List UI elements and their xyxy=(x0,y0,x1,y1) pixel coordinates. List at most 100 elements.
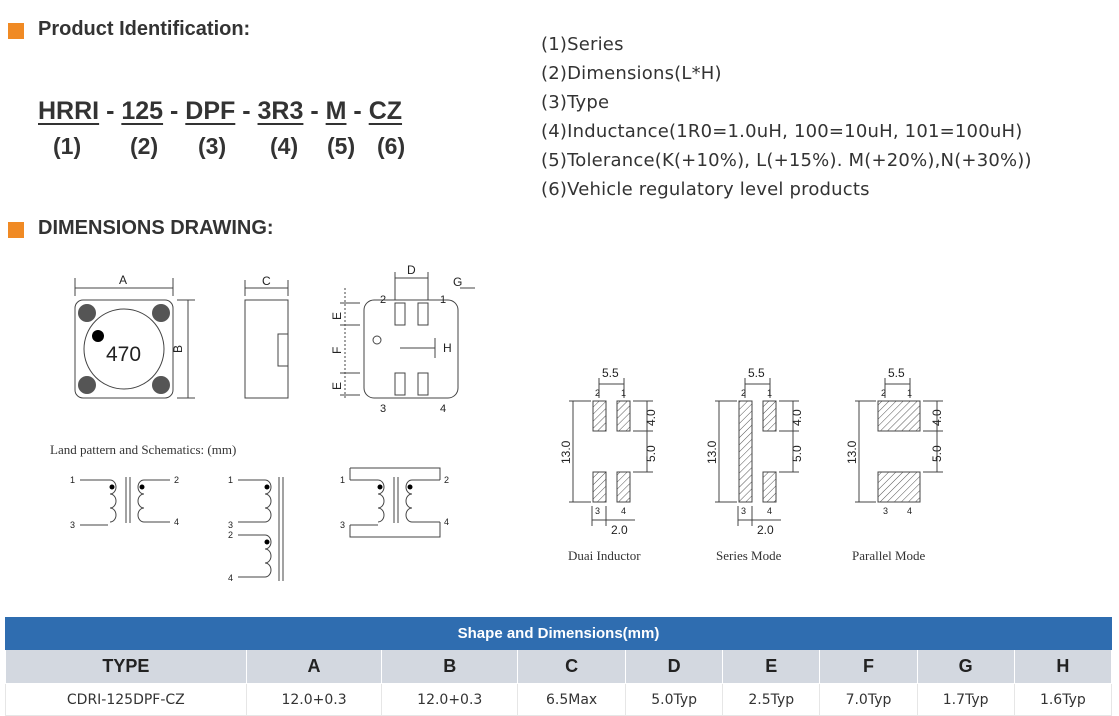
pin-label: 4 xyxy=(174,517,179,527)
column-header: TYPE xyxy=(5,649,247,684)
table-cell: CDRI-125DPF-CZ xyxy=(5,683,247,716)
table-cell: 12.0+0.3 xyxy=(381,683,519,716)
pin-label: 1 xyxy=(621,388,626,398)
pad-dim-width: 5.5 xyxy=(888,366,905,380)
table-cell: 6.5Max xyxy=(517,683,627,716)
dim-label-c: C xyxy=(262,274,271,288)
column-header: B xyxy=(381,649,519,684)
dim-label-g: G xyxy=(453,275,462,289)
pad-dim-spacing: 2.0 xyxy=(757,523,774,537)
table-cell: 7.0Typ xyxy=(819,683,918,716)
pin-label: 1 xyxy=(440,294,446,306)
side-view-outline xyxy=(244,299,289,399)
legend-item: (5)Tolerance(K(+10%), L(+15%). M(+20%),N… xyxy=(541,150,1032,171)
pad xyxy=(592,471,607,503)
pad-dim-pad-height: 4.0 xyxy=(790,409,804,426)
pad xyxy=(762,471,777,503)
pin-label: 1 xyxy=(767,388,772,398)
part-code: HRRI - 125 - DPF - 3R3 - M - CZ xyxy=(38,97,402,126)
pad-dim-spacing: 2.0 xyxy=(611,523,628,537)
pad xyxy=(877,400,921,432)
column-header: H xyxy=(1013,649,1113,684)
pad-dim-height: 13.0 xyxy=(845,440,859,464)
pin-label: 2 xyxy=(881,388,886,398)
legend-item: (4)Inductance(1R0=1.0uH, 100=10uH, 101=1… xyxy=(541,121,1023,142)
table-header-row: TYPE A B C D E F G H xyxy=(5,649,1113,684)
pad xyxy=(738,400,753,503)
dim-label-e: E xyxy=(330,382,344,390)
legend-item: (2)Dimensions(L*H) xyxy=(541,63,722,84)
pin-label: 4 xyxy=(907,506,912,516)
pin-label: 1 xyxy=(907,388,912,398)
pin-label: 4 xyxy=(621,506,626,516)
legend-item: (3)Type xyxy=(541,92,610,113)
section-marker xyxy=(8,222,24,238)
part-separator: - xyxy=(170,97,179,125)
pad-caption-parallel: Parallel Mode xyxy=(852,548,926,563)
part-series: HRRI xyxy=(38,97,100,125)
bottom-view-outline xyxy=(363,299,459,399)
dim-label-d: D xyxy=(407,263,416,277)
table-title: Shape and Dimensions(mm) xyxy=(5,617,1112,650)
part-dimensions: 125 xyxy=(121,97,164,125)
dim-label-h: H xyxy=(443,341,452,355)
pad-dim-height: 13.0 xyxy=(559,440,573,464)
table-cell: 5.0Typ xyxy=(625,683,724,716)
pad-caption-dual: Duai Inductor xyxy=(568,548,641,563)
part-separator: - xyxy=(353,97,362,125)
pad xyxy=(592,400,607,432)
shape-dimensions-table: Shape and Dimensions(mm) TYPE A B C D E … xyxy=(5,617,1113,716)
part-type: DPF xyxy=(185,97,236,125)
pad-dim-gap: 5.0 xyxy=(930,445,944,462)
table-cell: 12.0+0.3 xyxy=(245,683,383,716)
part-separator: - xyxy=(310,97,319,125)
table-row: CDRI-125DPF-CZ 12.0+0.3 12.0+0.3 6.5Max … xyxy=(5,683,1113,716)
pin-label: 2 xyxy=(380,294,386,306)
column-header: E xyxy=(722,649,821,684)
pin-label: 2 xyxy=(741,388,746,398)
column-header: C xyxy=(517,649,627,684)
pad-dim-pad-height: 4.0 xyxy=(644,409,658,426)
part-inductance: 3R3 xyxy=(257,97,304,125)
index-1: (1) xyxy=(53,133,82,159)
dimensions-drawing-title: DIMENSIONS DRAWING: xyxy=(38,217,274,239)
pin-label: 3 xyxy=(228,520,233,530)
pad-caption-series: Series Mode xyxy=(716,548,782,563)
pin-label: 1 xyxy=(340,475,345,485)
pin-label: 3 xyxy=(741,506,746,516)
pad-layouts: 5.5 5.5 5.5 13.0 13.0 13.0 4.0 4.0 4.0 5… xyxy=(559,366,944,537)
pin-label: 3 xyxy=(380,403,386,415)
dim-label-e: E xyxy=(330,312,344,320)
product-identification-title: Product Identification: xyxy=(38,18,251,40)
dim-label-f: F xyxy=(330,347,344,354)
part-separator: - xyxy=(242,97,251,125)
pin-label: 2 xyxy=(595,388,600,398)
index-6: (6) xyxy=(377,133,406,159)
code-legend: (1)Series (2)Dimensions(L*H) (3)Type (4)… xyxy=(541,30,1032,204)
pin-label: 4 xyxy=(228,573,233,583)
pin-label: 3 xyxy=(340,520,345,530)
pin-label: 4 xyxy=(767,506,772,516)
pin-label: 3 xyxy=(595,506,600,516)
pad-dim-gap: 5.0 xyxy=(790,445,804,462)
table-cell: 1.7Typ xyxy=(916,683,1015,716)
column-header: D xyxy=(625,649,724,684)
pin-label: 1 xyxy=(228,475,233,485)
pad-dim-width: 5.5 xyxy=(748,366,765,380)
dim-label-a: A xyxy=(119,273,127,287)
pad xyxy=(877,471,921,503)
marking-text: 470 xyxy=(106,343,141,366)
pad-dim-width: 5.5 xyxy=(602,366,619,380)
pin-label: 1 xyxy=(70,475,75,485)
part-separator: - xyxy=(106,97,115,125)
column-header: G xyxy=(916,649,1015,684)
dim-label-b: B xyxy=(171,345,185,353)
pin-label: 4 xyxy=(444,517,449,527)
pad-dim-gap: 5.0 xyxy=(644,445,658,462)
pad xyxy=(762,400,777,432)
pad-dim-height: 13.0 xyxy=(705,440,719,464)
pin-label: 2 xyxy=(228,530,233,540)
index-4: (4) xyxy=(270,133,299,159)
dimensions-drawing: 470 A B C D G H E F E 2 1 3 4 xyxy=(74,263,475,415)
pad-dim-pad-height: 4.0 xyxy=(930,409,944,426)
